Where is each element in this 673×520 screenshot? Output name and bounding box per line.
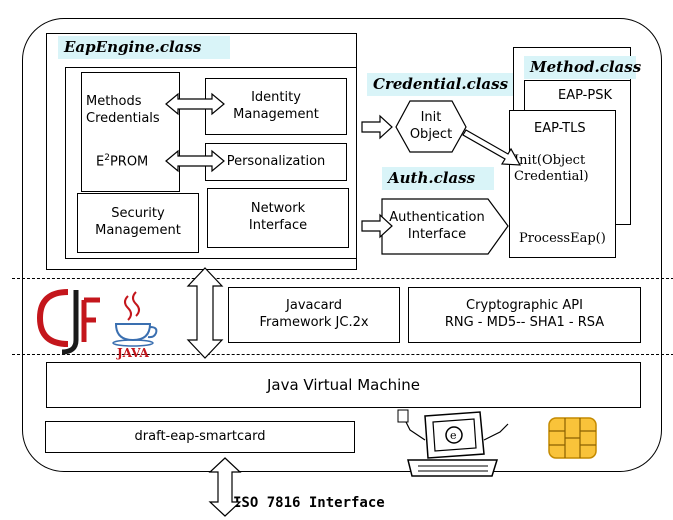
draft-eap-smartcard-box: draft-eap-smartcard (45, 421, 355, 453)
iso-double-arrow (208, 457, 242, 517)
e2prom-suffix: PROM (109, 154, 149, 170)
draft-eap-smartcard-label: draft-eap-smartcard (134, 428, 266, 444)
security-management-box: Security Management (77, 193, 199, 253)
credential-class-title: Credential.class (367, 73, 515, 96)
javacard-framework-label: Javacard Framework JC.2x (259, 298, 369, 330)
network-interface-box: Network Interface (207, 188, 349, 248)
eapengine-title: EapEngine.class (58, 36, 230, 59)
eap-tls-label: EAP-TLS (534, 121, 586, 136)
vertical-double-arrow (186, 267, 224, 359)
eap-psk-label: EAP-PSK (558, 88, 612, 103)
smartcard-chip-icon (548, 417, 597, 459)
network-interface-label: Network Interface (248, 201, 308, 233)
arrow-to-authentication (361, 213, 393, 239)
init-object-label: Init Object (409, 110, 453, 142)
eap-tls-box (509, 110, 616, 258)
svg-text:e: e (450, 429, 457, 442)
layer-separator-bottom (12, 354, 673, 355)
arrow-init-to-method (462, 129, 522, 166)
e2prom-prefix: E (96, 154, 105, 170)
identity-management-label: Identity Management (233, 89, 319, 122)
cryptographic-api-label: Cryptographic API RNG - MD5-- SHA1 - RSA (444, 298, 605, 330)
layer-separator-top (12, 278, 673, 279)
security-management-label: Security Management (95, 206, 181, 238)
e2prom-label: E2PROM (96, 153, 148, 171)
authentication-interface-label: Authentication Interface (389, 209, 485, 242)
personalization-label: Personalization (226, 153, 326, 169)
iso-interface-label: ISO 7816 Interface (233, 495, 385, 511)
process-eap-label: ProcessEap() (519, 231, 606, 246)
e2prom-superscript: 2 (104, 153, 110, 163)
smartcard-outline (22, 18, 662, 472)
auth-class-title: Auth.class (382, 167, 494, 190)
double-arrow-personalization (165, 149, 225, 173)
computer-terminal-icon: e (397, 409, 509, 477)
methods-credentials-label: Methods Credentials (86, 94, 160, 126)
init-call-label: Init(Object Credential) (514, 153, 589, 185)
java-logo-text: JAVA (117, 346, 149, 360)
personalization-box: Personalization (205, 143, 347, 181)
identity-management-box: Identity Management (205, 78, 347, 135)
arrow-to-init-object (361, 114, 393, 140)
javacard-framework-box: Javacard Framework JC.2x (228, 287, 400, 343)
jvm-label: Java Virtual Machine (266, 376, 421, 394)
jvm-box: Java Virtual Machine (46, 362, 641, 408)
method-class-title: Method.class (524, 56, 641, 79)
methods-credentials-box (81, 72, 180, 192)
double-arrow-identity (165, 92, 225, 116)
cryptographic-api-box: Cryptographic API RNG - MD5-- SHA1 - RSA (408, 287, 641, 343)
